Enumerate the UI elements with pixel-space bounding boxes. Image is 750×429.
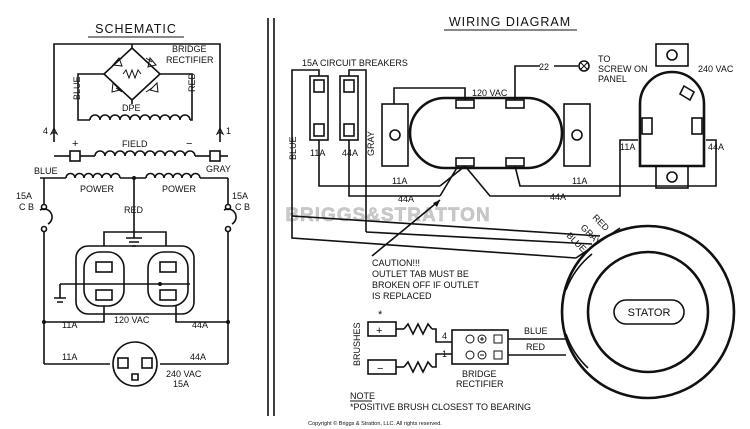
wiring-stator <box>560 224 736 400</box>
wiring-outlet-240 <box>638 43 706 189</box>
wiring-11a-b: 11A <box>572 176 587 186</box>
wiring-caution-2: OUTLET TAB MUST BE <box>372 269 469 279</box>
wiring-panel: WIRING DIAGRAM 15A CIRCUIT BREAKERS 11A … <box>288 15 736 412</box>
schematic-44a-2: 44A <box>190 352 206 362</box>
wiring-caution-3: BROKEN OFF IF OUTLET <box>372 280 480 290</box>
schematic-bridge-rectifier <box>102 44 162 104</box>
wiring-blue-vertical: BLUE <box>288 136 298 160</box>
schematic-power-right: POWER <box>162 184 197 194</box>
wiring-bridge-label: BRIDGE <box>462 369 497 379</box>
wiring-stator-label: STATOR <box>628 307 671 319</box>
schematic-outlet-240-label: 240 VAC <box>166 369 202 379</box>
wiring-breakers-label: 15A CIRCUIT BREAKERS <box>302 58 408 68</box>
schematic-outlet-240-amp: 15A <box>173 379 189 389</box>
wiring-breakers <box>309 75 359 141</box>
schematic-num4: 4 <box>43 126 48 136</box>
schematic-11a-2: 11A <box>62 352 77 362</box>
schematic-cb-right-2: C B <box>235 202 250 212</box>
wiring-44a-a: 44A <box>398 194 414 204</box>
schematic-field-coil <box>54 150 228 162</box>
wiring-right-44a: 44A <box>708 142 724 152</box>
wiring-brushes-label: BRUSHES <box>352 322 362 366</box>
wiring-to-panel: TO <box>598 54 610 64</box>
wiring-title: WIRING DIAGRAM <box>449 15 571 29</box>
wiring-caution-4: IS REPLACED <box>372 291 432 301</box>
schematic-11a-1: 11A <box>62 320 77 330</box>
copyright: Copyright © Briggs & Stratton, LLC. All … <box>308 420 442 427</box>
schematic-panel: SCHEMATIC BRIDGE RECTIFIER BLUE RED DPE … <box>16 22 250 389</box>
wiring-to-panel-3: PANEL <box>598 74 627 84</box>
wiring-gray-vertical: GRAY <box>366 131 376 156</box>
wiring-brush-minus: − <box>377 363 383 375</box>
wiring-red-out: RED <box>526 342 546 352</box>
schematic-gray-lead: GRAY <box>206 164 231 174</box>
schematic-44a-1: 44A <box>192 320 208 330</box>
schematic-power-left: POWER <box>80 184 115 194</box>
watermark: BRIGGS&STRATTON <box>285 205 490 226</box>
wiring-to-panel-2: SCREW ON <box>598 64 648 74</box>
wiring-outlet-120 <box>381 96 591 170</box>
wiring-22-label: 22 <box>539 62 549 72</box>
wiring-brush-negative <box>367 353 452 375</box>
wiring-right-11a: 11A <box>620 142 635 152</box>
wiring-11a-a: 11A <box>392 176 407 186</box>
wiring-brush-positive <box>367 321 452 343</box>
schematic-bridge-label: BRIDGE <box>172 44 207 54</box>
wiring-blue-out: BLUE <box>524 326 548 336</box>
wiring-44a-b: 44A <box>550 192 566 202</box>
schematic-red-label: RED <box>187 72 197 92</box>
wiring-breaker-44a: 44A <box>342 148 358 158</box>
schematic-num1: 1 <box>226 126 231 136</box>
wiring-caution: CAUTION!!! <box>372 258 420 268</box>
schematic-outlet-240 <box>112 341 158 387</box>
schematic-blue-lead: BLUE <box>34 166 58 176</box>
schematic-cb-right: 15A <box>232 191 248 201</box>
wiring-240vac-label: 240 VAC <box>698 64 734 74</box>
schematic-bridge-label-2: RECTIFIER <box>166 55 214 65</box>
schematic-plus: + <box>72 138 78 150</box>
wiring-bridge-rectifier <box>451 329 509 365</box>
schematic-minus: − <box>186 138 192 150</box>
schematic-dpe-label: DPE <box>122 103 141 113</box>
wiring-n1: 1 <box>442 349 447 359</box>
schematic-cb-left: 15A <box>16 191 32 201</box>
schematic-title: SCHEMATIC <box>95 22 177 36</box>
wiring-asterisk: * <box>378 309 383 321</box>
wiring-brush-plus: + <box>376 325 382 337</box>
panel-screw-icon <box>578 60 590 72</box>
wiring-note-title: NOTE <box>350 391 375 401</box>
wiring-120vac-label: 120 VAC <box>472 88 508 98</box>
schematic-blue-label: BLUE <box>72 76 82 100</box>
wiring-bridge-label-2: RECTIFIER <box>456 379 504 389</box>
schematic-field-label: FIELD <box>122 139 148 149</box>
wiring-breaker-11a: 11A <box>310 148 325 158</box>
schematic-outlet-120 <box>54 231 195 315</box>
schematic-outlet-120-label: 120 VAC <box>114 315 150 325</box>
schematic-cb-left-2: C B <box>19 202 34 212</box>
wiring-note-text: *POSITIVE BRUSH CLOSEST TO BEARING <box>350 402 531 412</box>
panel-divider <box>267 18 275 416</box>
wiring-n4: 4 <box>442 331 447 341</box>
